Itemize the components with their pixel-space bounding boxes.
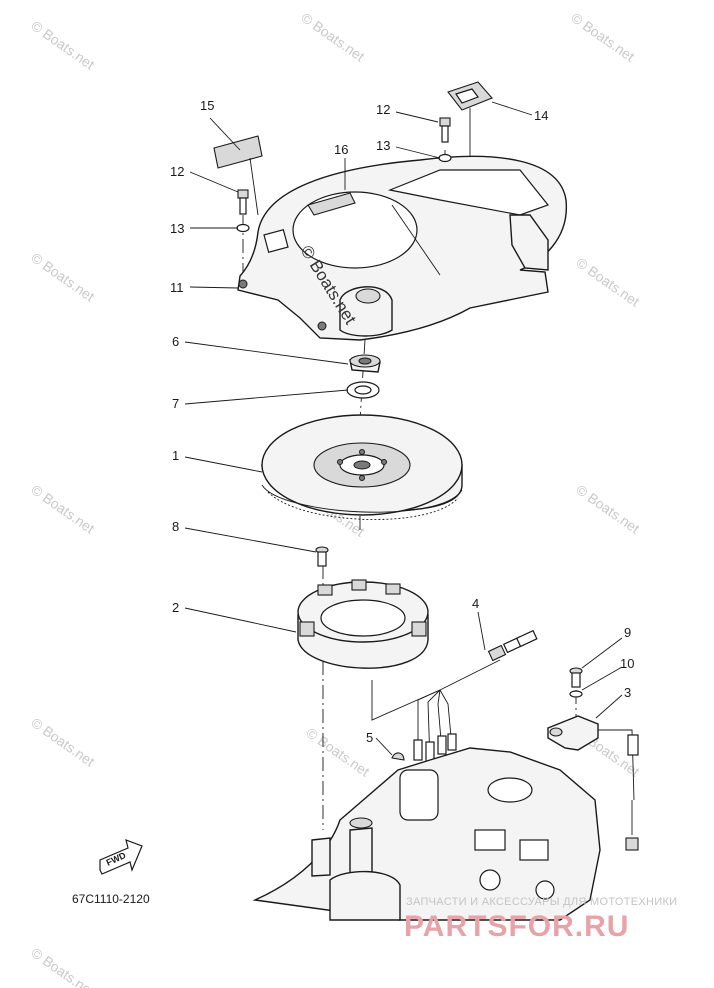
flywheel <box>261 414 463 520</box>
callout-label: 11 <box>170 280 184 295</box>
bolt-8 <box>315 546 329 567</box>
watermark-text: © Boats.net <box>28 17 97 72</box>
part-code: 67C1110-2120 <box>72 892 150 906</box>
callout-label: 6 <box>172 334 179 349</box>
watermark-text: © Boats.net <box>303 724 372 779</box>
callout-label: 12 <box>170 164 184 179</box>
brand-watermark: ЗАПЧАСТИ И АКСЕССУАРЫ ДЛЯ МОТОТЕХНИКИ PA… <box>404 896 677 943</box>
callout-label: 1 <box>172 448 179 463</box>
nut-part <box>349 354 381 373</box>
cap-part <box>447 81 493 195</box>
bolt-12-left <box>237 189 249 215</box>
callout-label: 14 <box>534 108 548 123</box>
washer-part <box>346 381 380 399</box>
crankcase <box>252 747 601 921</box>
watermark-text: © Boats.net <box>573 481 642 536</box>
callout-label: 5 <box>366 730 373 745</box>
callout-label: 13 <box>170 221 184 236</box>
watermark-text: © Boats.net <box>298 9 367 64</box>
watermark-text: © Boats.net <box>573 254 642 309</box>
callout-label: 7 <box>172 396 179 411</box>
wire-harness <box>371 629 538 763</box>
stator <box>297 579 429 692</box>
leader-lines <box>184 101 623 756</box>
callout-label: 13 <box>376 138 390 153</box>
flywheel-cover <box>237 155 567 341</box>
brand-name: PARTSFOR.RU <box>404 910 629 943</box>
bolt-9 <box>569 667 583 688</box>
callout-label: 2 <box>172 600 179 615</box>
watermark-text: © Boats.net <box>28 714 97 769</box>
callout-label: 16 <box>334 142 348 157</box>
watermark-text: © Boats.net <box>28 481 97 536</box>
washer-13-left <box>236 223 250 233</box>
woodruff-key <box>391 752 405 761</box>
callout-labels: 15 12 13 11 16 12 13 14 6 7 1 8 2 4 9 10… <box>170 98 634 745</box>
callout-label: 12 <box>376 102 390 117</box>
callout-label: 8 <box>172 519 179 534</box>
watermark-text: © Boats.net <box>28 944 97 988</box>
washer-13-right <box>438 153 452 163</box>
callout-label: 3 <box>624 685 631 700</box>
callout-label: 15 <box>200 98 214 113</box>
center-axis <box>359 339 366 421</box>
callout-label: 4 <box>472 596 479 611</box>
brand-tagline: ЗАПЧАСТИ И АКСЕССУАРЫ ДЛЯ МОТОТЕХНИКИ <box>406 896 677 908</box>
bolt-12-right <box>439 117 451 143</box>
callout-label: 9 <box>624 625 631 640</box>
fwd-arrow-icon: FWD <box>99 839 143 875</box>
callout-label: 10 <box>620 656 634 671</box>
washer-10 <box>569 690 583 698</box>
watermark-text: © Boats.net <box>568 9 637 64</box>
pulser-coil <box>547 715 639 851</box>
label-sticker <box>213 135 263 216</box>
watermark-text: © Boats.net <box>28 249 97 304</box>
